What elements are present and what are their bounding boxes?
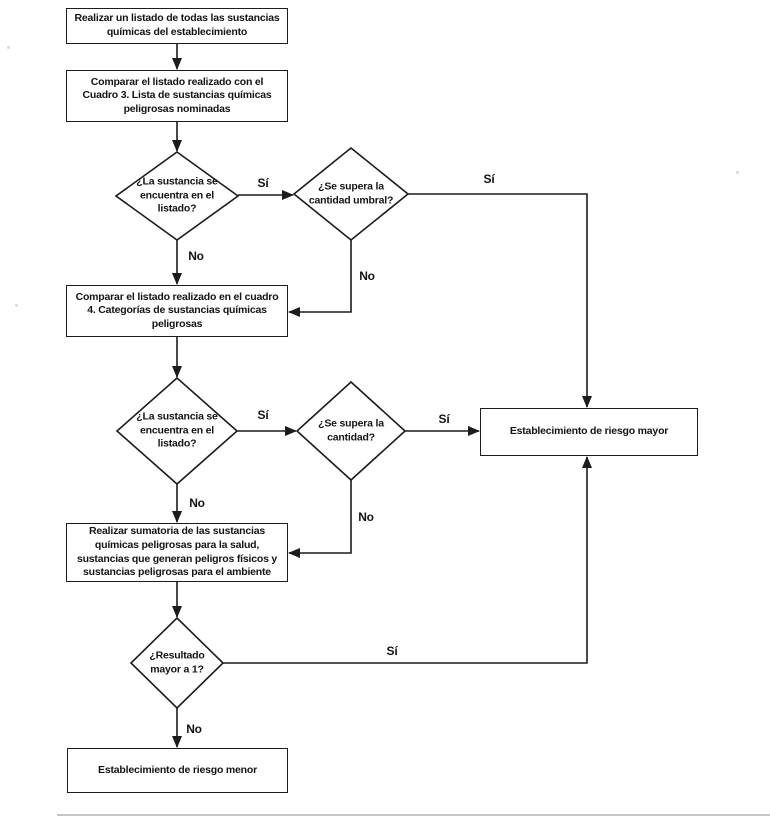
decision-diamond-listado-2 xyxy=(115,376,239,486)
label-d2-si: Sí xyxy=(483,172,495,186)
label-d3-si: Sí xyxy=(257,408,269,422)
label-d3-no: No xyxy=(189,496,205,510)
decision-diamond-cantidad xyxy=(295,380,407,482)
edge-umbral-si-to-riesgo-mayor-top xyxy=(408,193,592,408)
scan-speck xyxy=(15,304,18,307)
edge-umbral-no-to-cuadro4 xyxy=(288,240,352,317)
decision-diamond-resultado xyxy=(129,616,225,710)
decision-resultado-text: ¿Resultado mayor a 1? xyxy=(149,649,205,675)
node-start: Realizar un listado de todas las sustanc… xyxy=(66,8,288,44)
node-compare-cuadro4: Comparar el listado realizado en el cuad… xyxy=(66,285,288,337)
decision-cantidad-text: ¿Se supera la cantidad? xyxy=(318,417,384,443)
label-d4-si: Sí xyxy=(438,412,450,426)
node-compare-cuadro3: Comparar el listado realizado con el Cua… xyxy=(66,70,288,122)
edge-cantidad-no-to-sumatoria xyxy=(288,480,352,558)
decision-listado-1-text: ¿La sustancia se encuentra en el listado… xyxy=(136,175,218,215)
node-riesgo-menor: Establecimiento de riesgo menor xyxy=(67,748,288,793)
node-sumatoria: Realizar sumatoria de las sustancias quí… xyxy=(66,523,288,582)
label-d5-si: Sí xyxy=(386,644,398,658)
decision-umbral-text: ¿Se supera la cantidad umbral? xyxy=(308,180,394,206)
label-d4-no: No xyxy=(358,510,374,524)
decision-listado-2-text: ¿La sustancia se encuentra en el listado… xyxy=(136,410,218,450)
scan-speck xyxy=(736,171,739,174)
node-riesgo-mayor: Establecimiento de riesgo mayor xyxy=(480,408,698,456)
edge-resultado-si-to-riesgo-mayor-bottom xyxy=(223,456,592,664)
label-d1-no: No xyxy=(188,249,204,263)
decision-diamond-listado-1 xyxy=(114,151,240,241)
label-d2-no: No xyxy=(359,269,375,283)
scan-speck xyxy=(7,46,10,49)
decision-diamond-umbral xyxy=(292,146,410,242)
page-bottom-edge xyxy=(57,814,770,816)
label-d5-no: No xyxy=(186,722,202,736)
label-d1-si: Sí xyxy=(257,176,269,190)
